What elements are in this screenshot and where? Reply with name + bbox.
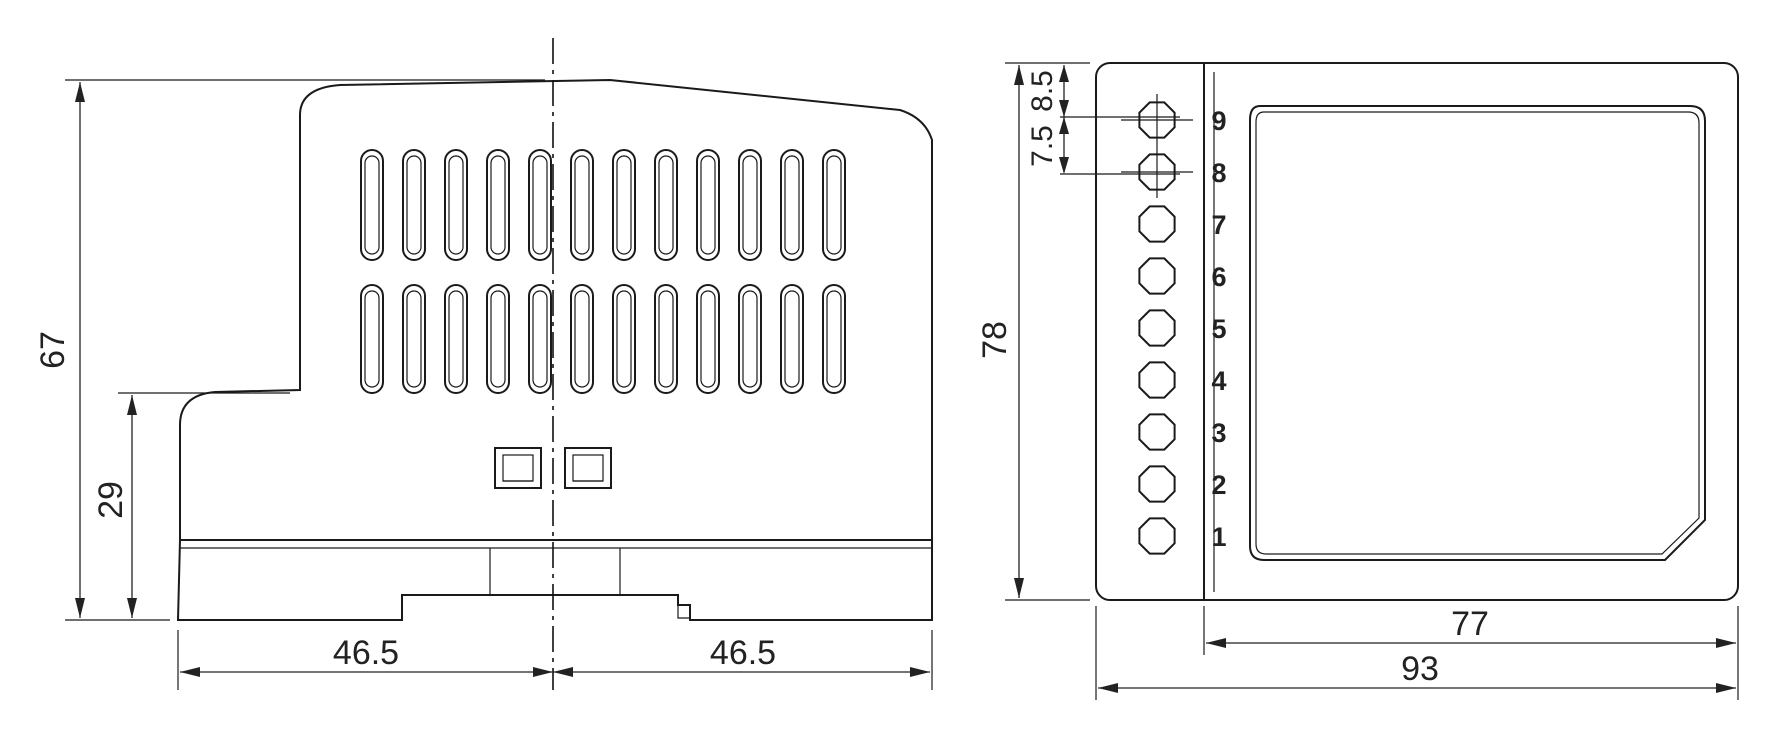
dimension-93: 93 — [1095, 606, 1736, 700]
vent-slot-inner — [658, 155, 674, 255]
dimension-67: 67 — [34, 79, 545, 621]
vent-slot — [612, 284, 636, 394]
dim-label-step-height: 29 — [92, 481, 130, 519]
dim-label-terminal-pitch: 7.5 — [1026, 125, 1059, 167]
vent-slot — [402, 149, 426, 261]
indicator-window-left — [494, 447, 542, 489]
vent-slot — [780, 284, 804, 394]
terminal-screw-icon — [1138, 257, 1176, 295]
terminal-number: 6 — [1211, 262, 1226, 292]
ventilation-slots — [360, 149, 846, 394]
terminal-block: 9 8 7 6 5 4 3 2 1 — [1121, 94, 1227, 555]
terminal-number: 8 — [1211, 158, 1226, 188]
dimension-terminal-offsets: 8.5 7.5 — [1026, 65, 1180, 175]
vent-slot-inner — [406, 155, 422, 255]
indicator-window-right — [564, 447, 612, 489]
terminal-number: 9 — [1211, 106, 1226, 136]
vent-slot-inner — [574, 155, 590, 255]
vent-slot — [612, 149, 636, 261]
vent-slot — [444, 149, 468, 261]
vent-slot-inner — [532, 155, 548, 255]
dimension-78: 78 — [976, 62, 1090, 601]
dim-label-front-width: 93 — [1401, 650, 1439, 688]
terminal-screw-icon — [1138, 153, 1176, 191]
vent-slot — [654, 284, 678, 394]
vent-slot — [654, 149, 678, 261]
dimension-77: 77 — [1203, 605, 1739, 700]
dim-label-front-height: 78 — [976, 321, 1014, 359]
vent-slot-inner — [490, 155, 506, 255]
dim-label-terminal-top-offset: 8.5 — [1026, 70, 1059, 112]
terminal-screw-icon — [1138, 517, 1176, 555]
dim-label-half-width-right: 46.5 — [710, 634, 776, 672]
dim-label-overall-height: 67 — [34, 331, 72, 369]
vent-slot — [780, 149, 804, 261]
vent-slot-inner — [700, 290, 716, 388]
vent-slot — [360, 284, 384, 394]
vent-slot — [696, 149, 720, 261]
vent-slot-inner — [784, 155, 800, 255]
vent-slot-inner — [742, 155, 758, 255]
front-view: 9 8 7 6 5 4 3 2 1 78 8.5 7.5 — [976, 62, 1739, 700]
dim-label-panel-width: 77 — [1451, 605, 1489, 643]
terminal-screw-icon — [1138, 309, 1176, 347]
dimension-half-widths: 46.5 46.5 — [177, 630, 933, 690]
vent-slot-inner — [826, 155, 842, 255]
vent-slot — [528, 284, 552, 394]
vent-slot-inner — [448, 155, 464, 255]
terminal-number: 1 — [1211, 522, 1226, 552]
terminal-number: 4 — [1211, 366, 1226, 396]
vent-slot-inner — [490, 290, 506, 388]
terminal-screw-icon — [1138, 413, 1176, 451]
vent-slot — [486, 149, 510, 261]
vent-slot — [528, 149, 552, 261]
terminal-number: 3 — [1211, 418, 1226, 448]
terminal-screw-icon — [1138, 205, 1176, 243]
side-view: 67 29 46.5 46.5 — [34, 38, 933, 690]
vent-slot — [696, 284, 720, 394]
vent-slot — [822, 284, 846, 394]
vent-slot — [486, 284, 510, 394]
housing-outline — [179, 78, 933, 540]
terminal-screw-icon — [1138, 465, 1176, 503]
vent-slot — [402, 284, 426, 394]
vent-slot-inner — [574, 290, 590, 388]
vent-slot-inner — [406, 290, 422, 388]
vent-slot — [444, 284, 468, 394]
vent-slot-inner — [364, 155, 380, 255]
dim-label-half-width-left: 46.5 — [333, 634, 399, 672]
vent-slot-inner — [700, 155, 716, 255]
vent-slot — [822, 149, 846, 261]
terminal-number: 2 — [1211, 470, 1226, 500]
terminal-number: 5 — [1211, 314, 1226, 344]
vent-slot — [360, 149, 384, 261]
terminal-number: 7 — [1211, 210, 1226, 240]
terminal-screw-icon — [1138, 361, 1176, 399]
vent-slot-inner — [364, 290, 380, 388]
vent-slot — [738, 149, 762, 261]
vent-slot-inner — [616, 155, 632, 255]
vent-slot-inner — [616, 290, 632, 388]
vent-slot-inner — [784, 290, 800, 388]
vent-slot-inner — [448, 290, 464, 388]
front-panel-window — [1249, 105, 1706, 561]
front-body-outline — [1095, 62, 1739, 601]
dimension-29: 29 — [92, 392, 290, 618]
vent-slot — [570, 284, 594, 394]
din-rail-base — [176, 539, 933, 621]
vent-slot-inner — [742, 290, 758, 388]
vent-slot — [738, 284, 762, 394]
vent-slot-inner — [826, 290, 842, 388]
terminal-screw-icon — [1138, 101, 1176, 139]
vent-slot-inner — [532, 290, 548, 388]
vent-slot-inner — [658, 290, 674, 388]
vent-slot — [570, 149, 594, 261]
